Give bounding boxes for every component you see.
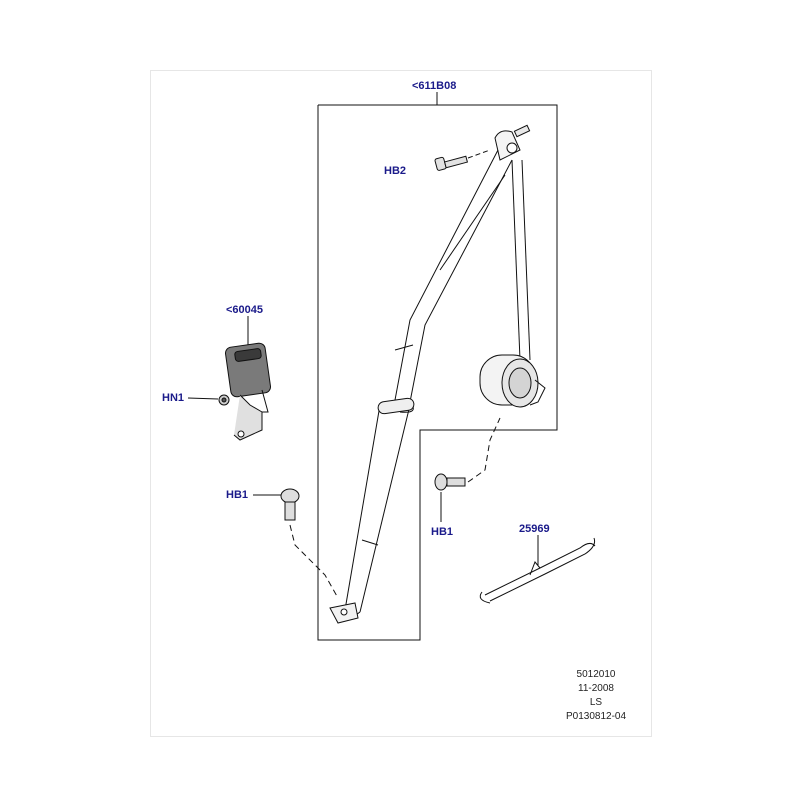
callout-hb2: HB2 bbox=[384, 165, 407, 177]
footer-illustration-id: P0130812-04 bbox=[565, 711, 627, 722]
buckle-assembly bbox=[224, 342, 272, 441]
lower-anchor bbox=[329, 602, 359, 624]
bolt-path-right bbox=[467, 417, 501, 483]
leader-hn1 bbox=[187, 397, 219, 400]
bolt-path-left bbox=[289, 524, 339, 599]
bolt-hb1-right-icon bbox=[434, 473, 466, 491]
footer-ls: LS bbox=[589, 697, 603, 708]
callout-hb1-left: HB1 bbox=[226, 489, 249, 501]
leader-hb2 bbox=[467, 149, 491, 159]
assembly-boundary bbox=[317, 104, 558, 641]
callout-assembly-ref: <611B08 bbox=[412, 80, 457, 92]
upper-anchor-bracket bbox=[506, 124, 531, 154]
bolt-hb1-left-icon bbox=[280, 488, 300, 521]
nut-hn1-icon bbox=[218, 394, 230, 406]
d-ring-guide bbox=[377, 397, 415, 415]
callout-hn1: HN1 bbox=[162, 392, 185, 404]
footer-code: 5012010 bbox=[576, 669, 616, 680]
retractor-reel bbox=[479, 354, 546, 408]
callout-25969: 25969 bbox=[519, 523, 550, 535]
bolt-hb2-icon bbox=[434, 155, 469, 171]
footer-date: 11-2008 bbox=[578, 683, 614, 694]
strap-25969 bbox=[479, 537, 596, 604]
callout-hb1-right: HB1 bbox=[431, 526, 454, 538]
callout-buckle-ref: <60045 bbox=[226, 304, 264, 316]
